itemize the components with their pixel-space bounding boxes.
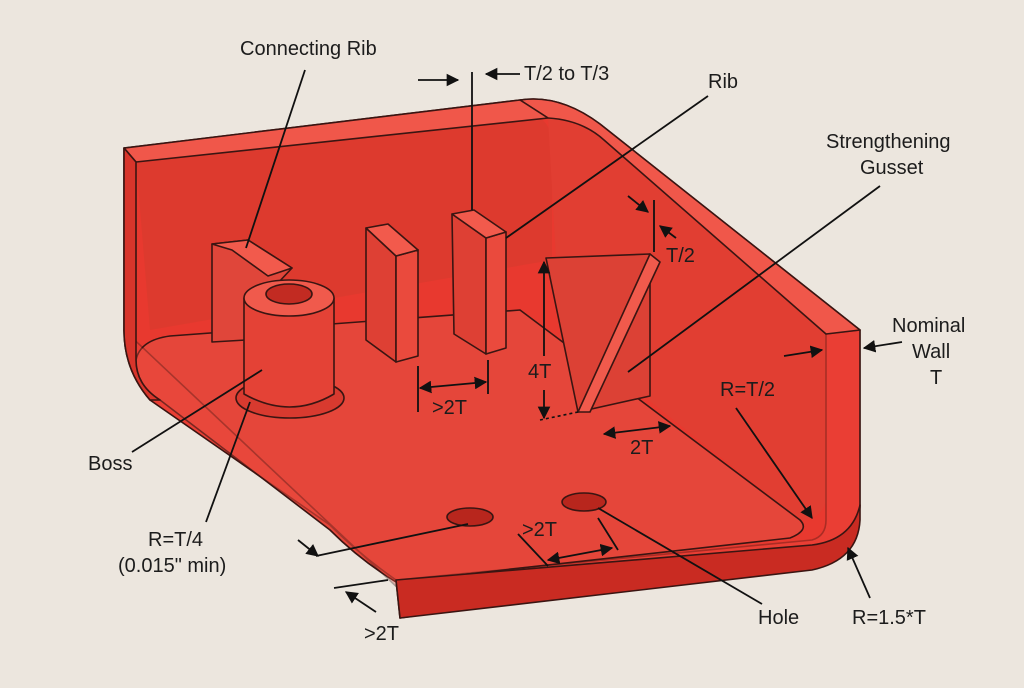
dim-edge-distance-c xyxy=(344,591,377,613)
rib-left-top xyxy=(365,223,419,257)
label-nominal-wall-line3: T xyxy=(930,367,942,389)
ext-hole-spacing-b xyxy=(597,517,619,551)
leader-boss-radius xyxy=(205,401,251,523)
left-edge-face xyxy=(123,147,161,401)
label-inner-radius: R=T/2 xyxy=(720,379,775,401)
label-connecting-rib: Connecting Rib xyxy=(240,38,377,60)
rib-right-top xyxy=(451,209,507,239)
boss-bore xyxy=(265,283,313,305)
dim-gusset-thickness-a xyxy=(627,195,649,213)
label-gusset-height: 4T xyxy=(528,361,551,383)
right-wall-top-edge xyxy=(519,98,861,335)
label-gusset-base: 2T xyxy=(630,437,653,459)
annotations: Connecting Rib T/2 to T/3 Rib Strengthen… xyxy=(88,38,965,645)
dim-edge-distance-a xyxy=(297,539,319,557)
ext-hole-spacing-a xyxy=(517,533,549,567)
molded-part xyxy=(123,98,861,619)
dim-rib-spacing xyxy=(418,376,488,394)
dim-hole-spacing xyxy=(546,543,614,565)
connecting-rib-top xyxy=(211,239,293,277)
rib-left-side xyxy=(395,249,419,363)
gusset-edge xyxy=(577,253,661,413)
label-rib: Rib xyxy=(708,71,738,93)
dim-wall-outer xyxy=(862,340,903,353)
ext-gusset-base xyxy=(539,411,579,421)
dim-edge-distance-b xyxy=(333,579,389,589)
label-nominal-wall-line1: Nominal xyxy=(892,315,965,337)
label-gusset-line2: Gusset xyxy=(860,157,924,179)
leader-rib xyxy=(505,95,709,239)
right-wall-inner xyxy=(548,118,826,520)
leader-gusset xyxy=(627,185,881,373)
label-nominal-wall-line2: Wall xyxy=(912,341,950,363)
label-rib-spacing: >2T xyxy=(432,397,467,419)
label-outer-radius: R=1.5*T xyxy=(852,607,926,629)
label-rib-thickness: T/2 to T/3 xyxy=(524,63,609,85)
label-edge-distance: >2T xyxy=(364,623,399,645)
label-boss-radius-line1: R=T/4 xyxy=(148,529,203,551)
hole-left xyxy=(446,507,494,527)
boss-cylinder xyxy=(243,297,335,408)
dim-gusset-base xyxy=(602,421,672,439)
rib-right-side xyxy=(485,231,507,355)
gusset-face xyxy=(545,253,651,413)
label-hole: Hole xyxy=(758,607,799,629)
dim-gusset-thickness-b xyxy=(658,225,677,239)
leader-inner-radius xyxy=(735,407,813,520)
leader-hole-edge xyxy=(315,523,469,557)
leader-boss xyxy=(131,369,263,453)
leader-connecting-rib xyxy=(245,69,306,249)
front-edge-face xyxy=(395,504,861,619)
leader-hole xyxy=(597,507,763,605)
label-gusset-thickness: T/2 xyxy=(666,245,695,267)
dim-wall-inner xyxy=(783,345,824,358)
label-boss: Boss xyxy=(88,453,132,475)
hole-right xyxy=(561,492,607,512)
label-gusset-line1: Strengthening xyxy=(826,131,951,153)
label-hole-spacing: >2T xyxy=(522,519,557,541)
label-boss-radius-line2: (0.015" min) xyxy=(118,555,226,577)
leader-outer-radius xyxy=(846,546,871,599)
